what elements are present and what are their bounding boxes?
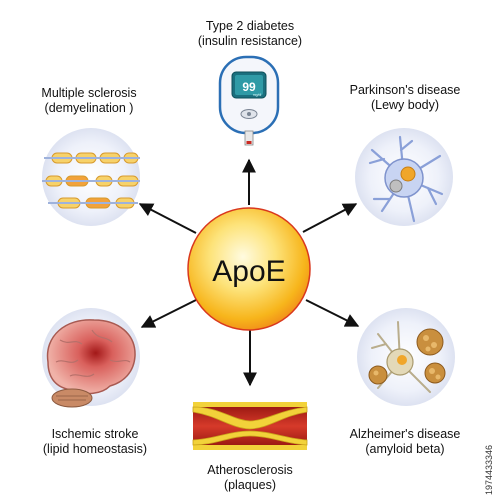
label-stroke-line1: Ischemic stroke: [51, 427, 139, 441]
label-atherosclerosis-line1: Atherosclerosis: [207, 463, 293, 477]
stock-id-watermark: 1974433346: [484, 444, 494, 495]
arrow-to-stroke: [140, 299, 197, 328]
arrows: [138, 158, 360, 387]
label-parkinsons: Parkinson's disease (Lewy body): [330, 83, 480, 113]
label-alzheimers-line1: Alzheimer's disease: [349, 427, 461, 441]
label-ms-line1: Multiple sclerosis: [41, 86, 137, 100]
label-diabetes-line2: (insulin resistance): [197, 34, 303, 48]
apoe-core: ApoE: [187, 207, 311, 331]
label-stroke: Ischemic stroke (lipid homeostasis): [20, 427, 170, 457]
label-atherosclerosis-line2: (plaques): [223, 478, 277, 492]
label-alzheimers-line2: (amyloid beta): [365, 442, 445, 456]
label-parkinsons-line2: (Lewy body): [370, 98, 440, 112]
glucometer-unit: mg/dl: [253, 93, 262, 97]
label-parkinsons-line1: Parkinson's disease: [349, 83, 461, 97]
label-atherosclerosis: Atherosclerosis (plaques): [175, 463, 325, 493]
arrow-to-alzheimers: [305, 299, 360, 327]
glucometer-reading: 99: [242, 80, 256, 94]
atherosclerosis-illustration: [192, 402, 308, 450]
ms-illustration: [42, 128, 140, 226]
arrow-to-ms: [138, 203, 197, 234]
label-alzheimers: Alzheimer's disease (amyloid beta): [330, 427, 480, 457]
label-ms-line2: (demyelination ): [44, 101, 134, 115]
label-stroke-line2: (lipid homeostasis): [42, 442, 148, 456]
center-label: ApoE: [212, 255, 285, 288]
label-diabetes: Type 2 diabetes (insulin resistance): [175, 19, 325, 49]
label-diabetes-line1: Type 2 diabetes: [205, 19, 295, 33]
parkinsons-illustration: [355, 128, 453, 226]
arrow-to-parkinsons: [302, 203, 358, 233]
stroke-illustration: [42, 308, 140, 408]
label-ms: Multiple sclerosis (demyelination ): [14, 86, 164, 116]
alzheimers-illustration: [357, 308, 455, 406]
glucometer-illustration: 99 mg/dl: [218, 55, 280, 146]
